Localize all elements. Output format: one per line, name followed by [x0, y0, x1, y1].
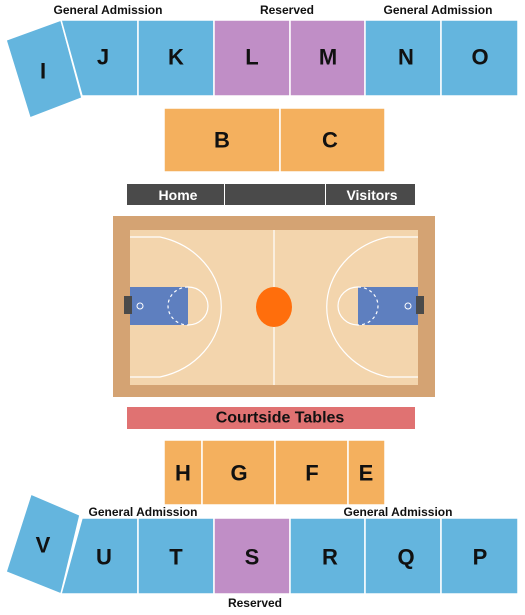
- section-b[interactable]: B: [163, 107, 281, 173]
- section-b-label: B: [214, 128, 230, 153]
- section-e[interactable]: E: [347, 439, 386, 506]
- section-j-label: J: [97, 45, 109, 70]
- section-p-shape[interactable]: [440, 517, 519, 595]
- left-backboard: [124, 296, 132, 314]
- left-free-throw-arc-dashed: [167, 286, 189, 326]
- section-l-shape[interactable]: [213, 19, 291, 97]
- section-s-label: S: [245, 545, 260, 570]
- section-m-label: M: [319, 45, 337, 70]
- section-f[interactable]: F: [274, 439, 349, 506]
- section-u-label: U: [96, 545, 112, 570]
- bench-bar: Home Visitors: [127, 184, 415, 205]
- visitors-bench[interactable]: [326, 184, 415, 205]
- section-p-label: P: [473, 545, 488, 570]
- section-q-shape[interactable]: [364, 517, 442, 595]
- section-r-label: R: [322, 545, 338, 570]
- left-three-point-line: [130, 236, 222, 378]
- scorer-bench: [225, 184, 325, 205]
- section-s[interactable]: S: [213, 517, 291, 595]
- section-u[interactable]: U: [60, 517, 139, 595]
- section-r-shape[interactable]: [289, 517, 366, 595]
- basketball-court: [113, 216, 435, 397]
- right-three-point-line: [326, 236, 418, 378]
- section-r[interactable]: R: [289, 517, 366, 595]
- courtside-tables[interactable]: Courtside Tables: [127, 407, 415, 429]
- zone-label-reserved-bottom: Reserved: [228, 596, 282, 610]
- section-o[interactable]: O: [440, 19, 519, 97]
- section-p[interactable]: P: [440, 517, 519, 595]
- right-free-throw-arc: [337, 286, 359, 326]
- section-h-label: H: [175, 461, 191, 486]
- section-c[interactable]: C: [279, 107, 386, 173]
- zone-label-general-admission-top-left: General Admission: [54, 3, 163, 17]
- section-i-shape[interactable]: [5, 19, 83, 119]
- section-c-shape[interactable]: [279, 107, 386, 173]
- section-k[interactable]: K: [137, 19, 215, 97]
- section-l[interactable]: L: [213, 19, 291, 97]
- section-g-label: G: [230, 461, 247, 486]
- section-o-label: O: [471, 45, 488, 70]
- zone-label-general-admission-bottom-right: General Admission: [344, 505, 453, 519]
- zone-label-reserved-top: Reserved: [260, 3, 314, 17]
- home-bench[interactable]: [127, 184, 224, 205]
- center-circle: [256, 287, 292, 327]
- section-c-label: C: [322, 128, 338, 153]
- right-free-throw-arc-dashed: [357, 286, 379, 326]
- section-n[interactable]: N: [364, 19, 442, 97]
- left-rim: [136, 302, 144, 310]
- section-n-label: N: [398, 45, 414, 70]
- section-q[interactable]: Q: [364, 517, 442, 595]
- section-o-shape[interactable]: [440, 19, 519, 97]
- section-k-shape[interactable]: [137, 19, 215, 97]
- left-paint: [130, 287, 188, 325]
- section-t-shape[interactable]: [137, 517, 215, 595]
- section-v-label: V: [36, 533, 51, 558]
- zone-label-general-admission-bottom-left: General Admission: [89, 505, 198, 519]
- right-rim: [404, 302, 412, 310]
- right-backboard: [416, 296, 424, 314]
- section-g-shape[interactable]: [201, 439, 276, 506]
- section-f-shape[interactable]: [274, 439, 349, 506]
- section-t-label: T: [169, 545, 183, 570]
- courtside-tables-shape[interactable]: [127, 407, 415, 429]
- section-m[interactable]: M: [289, 19, 366, 97]
- section-i-label: I: [40, 59, 46, 84]
- section-f-label: F: [305, 461, 318, 486]
- section-e-label: E: [359, 461, 374, 486]
- section-m-shape[interactable]: [289, 19, 366, 97]
- section-t[interactable]: T: [137, 517, 215, 595]
- section-k-label: K: [168, 45, 184, 70]
- section-g[interactable]: G: [201, 439, 276, 506]
- section-e-shape[interactable]: [347, 439, 386, 506]
- section-s-shape[interactable]: [213, 517, 291, 595]
- home-bench-label: Home: [159, 187, 198, 203]
- section-q-label: Q: [397, 545, 414, 570]
- section-h[interactable]: H: [163, 439, 203, 506]
- section-l-label: L: [245, 45, 258, 70]
- section-i[interactable]: I: [5, 19, 83, 119]
- courtside-tables-label: Courtside Tables: [216, 410, 345, 427]
- left-free-throw-arc: [187, 286, 209, 326]
- right-paint: [358, 287, 418, 325]
- visitors-bench-label: Visitors: [346, 187, 397, 203]
- zone-label-general-admission-top-right: General Admission: [384, 3, 493, 17]
- section-n-shape[interactable]: [364, 19, 442, 97]
